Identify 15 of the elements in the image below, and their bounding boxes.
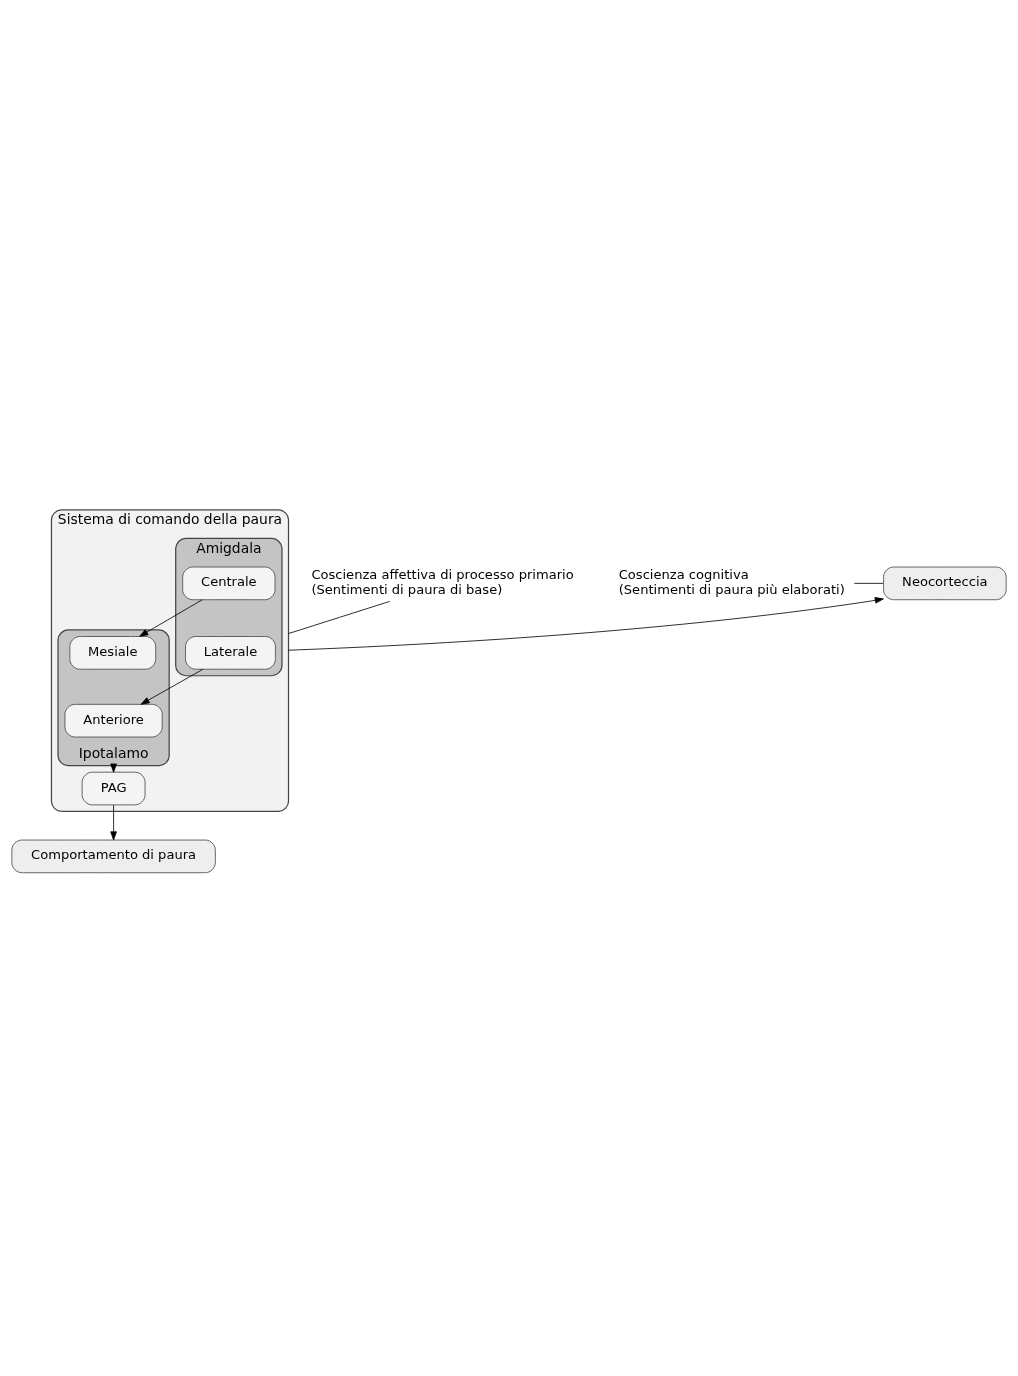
node-box: Laterale [185,636,276,670]
node-text: Coscienza affettiva di processo primario (Sentimenti di paura di base) [311,567,574,597]
connector [853,582,884,584]
node-box: PAG [81,771,146,806]
arrow [140,668,204,705]
connector [288,601,391,634]
node-box: Centrale [182,566,276,601]
arrow [139,599,203,637]
node-box: Comportamento di paura [11,839,216,874]
arrow [110,804,117,841]
node-box: Neocorteccia [883,566,1007,601]
node-box: Anteriore [64,703,163,738]
node-text: Coscienza cognitiva (Sentimenti di paura più elaborati) [618,567,845,597]
node-box: Mesiale [69,636,157,670]
arrow [288,597,884,651]
